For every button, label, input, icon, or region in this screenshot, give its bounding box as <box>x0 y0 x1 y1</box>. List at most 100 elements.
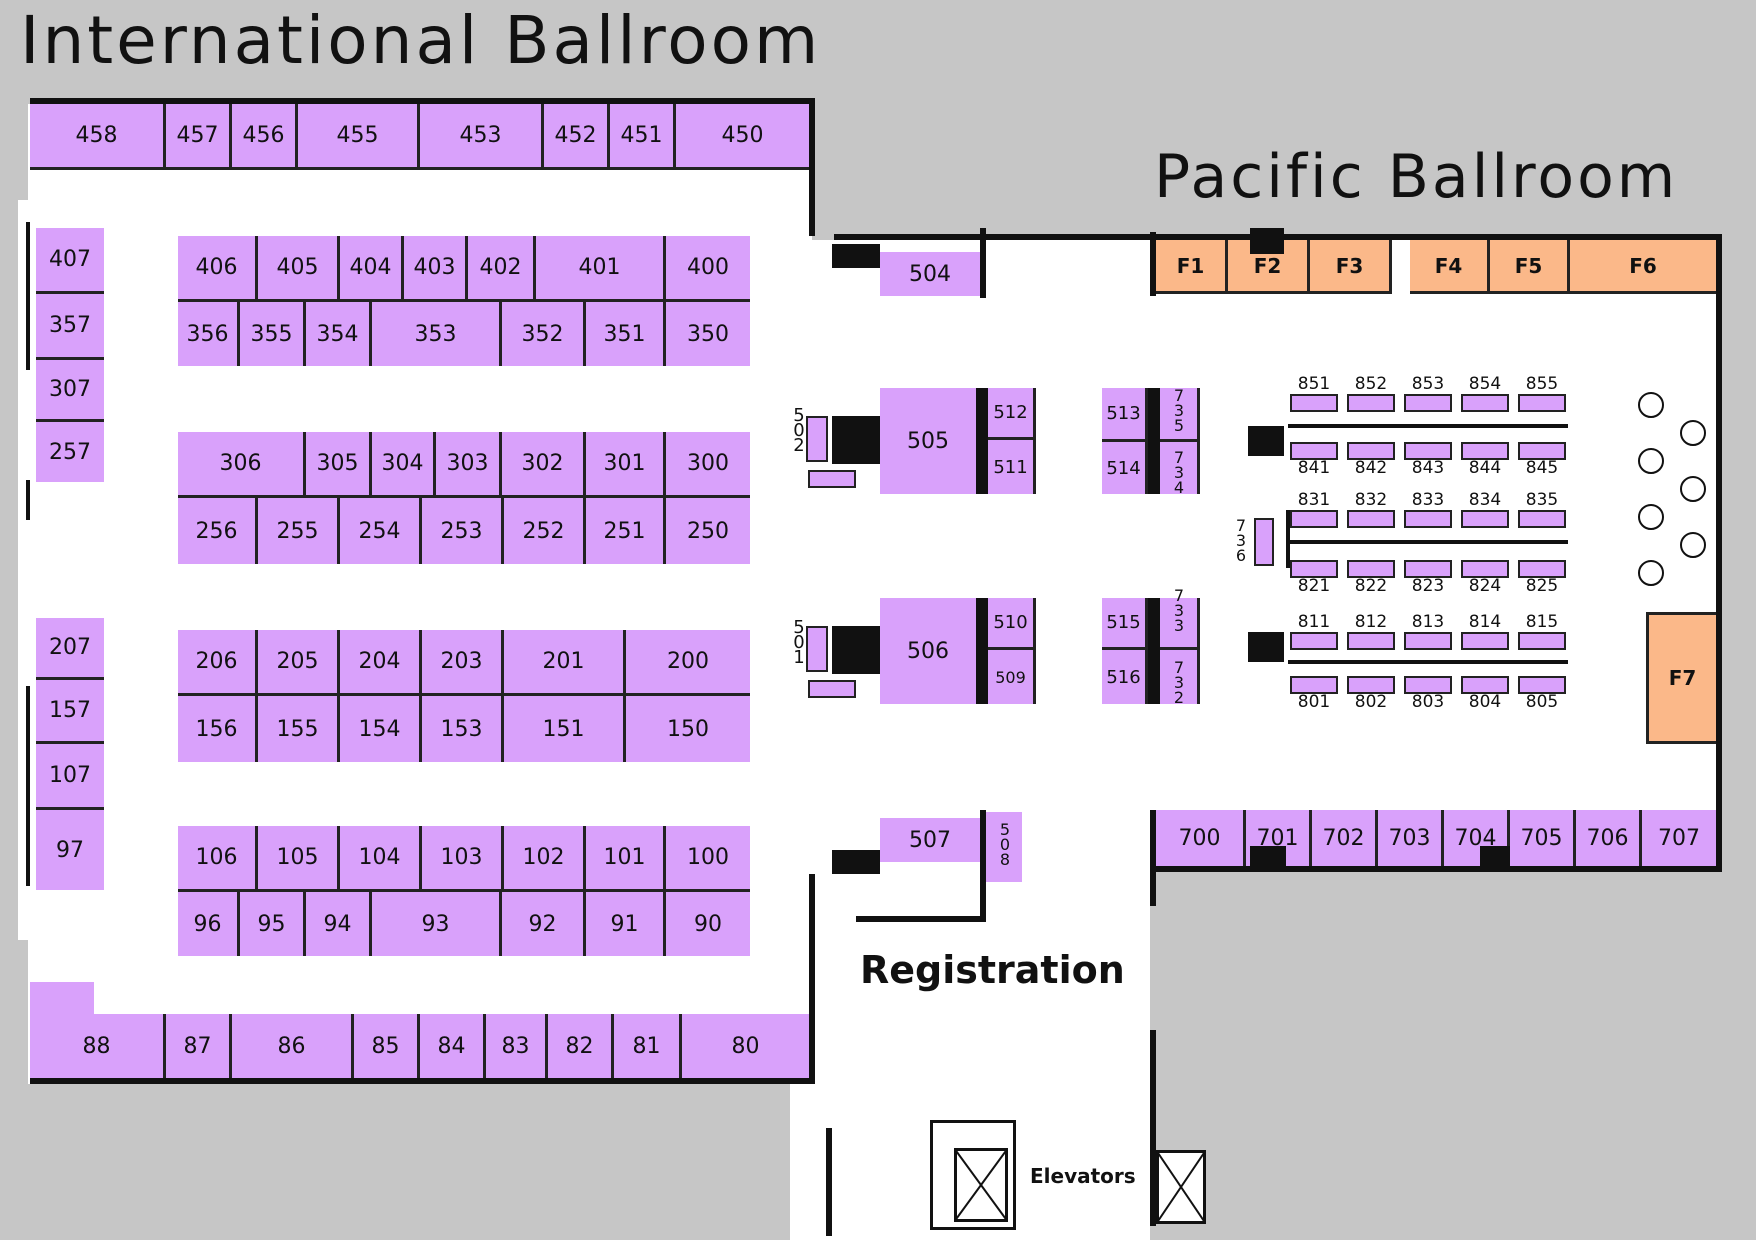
booth-403[interactable]: 403 <box>404 236 468 302</box>
booth-257[interactable]: 257 <box>36 422 104 482</box>
booth-254[interactable]: 254 <box>340 498 422 564</box>
booth-101[interactable]: 101 <box>586 826 666 892</box>
booth-502-b[interactable] <box>808 470 856 488</box>
booth-702[interactable]: 702 <box>1312 810 1378 866</box>
booth-200[interactable]: 200 <box>626 630 750 696</box>
booth-406[interactable]: 406 <box>178 236 258 302</box>
booth-504[interactable]: 504 <box>880 252 980 296</box>
booth-203[interactable]: 203 <box>422 630 504 696</box>
booth-301[interactable]: 301 <box>586 432 666 498</box>
booth-812[interactable] <box>1347 632 1395 650</box>
booth-356[interactable]: 356 <box>178 302 240 366</box>
booth-201[interactable]: 201 <box>504 630 626 696</box>
booth-407[interactable]: 407 <box>36 228 104 294</box>
booth-851[interactable] <box>1290 394 1338 412</box>
booth-155[interactable]: 155 <box>258 696 340 762</box>
booth-507[interactable]: 507 <box>880 818 980 862</box>
booth-305[interactable]: 305 <box>306 432 372 498</box>
booth-841[interactable] <box>1290 442 1338 460</box>
booth-506[interactable]: 506 <box>880 598 976 704</box>
booth-207[interactable]: 207 <box>36 618 104 680</box>
booth-303[interactable]: 303 <box>436 432 502 498</box>
booth-845[interactable] <box>1518 442 1566 460</box>
booth-852[interactable] <box>1347 394 1395 412</box>
booth-87[interactable]: 87 <box>166 1014 232 1078</box>
booth-255[interactable]: 255 <box>258 498 340 564</box>
booth-100[interactable]: 100 <box>666 826 750 892</box>
booth-700[interactable]: 700 <box>1156 810 1246 866</box>
booth-734[interactable] <box>1160 442 1200 494</box>
booth-156[interactable]: 156 <box>178 696 258 762</box>
booth-822[interactable] <box>1347 560 1395 578</box>
booth-82[interactable]: 82 <box>548 1014 614 1078</box>
booth-91[interactable]: 91 <box>586 892 666 956</box>
booth-404[interactable]: 404 <box>340 236 404 302</box>
booth-854[interactable] <box>1461 394 1509 412</box>
booth-80[interactable]: 80 <box>682 1014 809 1078</box>
booth-707[interactable]: 707 <box>1642 810 1716 866</box>
booth-802[interactable] <box>1347 676 1395 694</box>
booth-95[interactable]: 95 <box>240 892 306 956</box>
booth-505[interactable]: 505 <box>880 388 976 494</box>
booth-452[interactable]: 452 <box>544 104 610 170</box>
booth-451[interactable]: 451 <box>610 104 676 170</box>
booth-855[interactable] <box>1518 394 1566 412</box>
booth-824[interactable] <box>1461 560 1509 578</box>
booth-832[interactable] <box>1347 510 1395 528</box>
booth-307[interactable]: 307 <box>36 360 104 422</box>
booth-805[interactable] <box>1518 676 1566 694</box>
booth-350[interactable]: 350 <box>666 302 750 366</box>
booth-844[interactable] <box>1461 442 1509 460</box>
booth-206[interactable]: 206 <box>178 630 258 696</box>
booth-453[interactable]: 453 <box>420 104 544 170</box>
booth-405[interactable]: 405 <box>258 236 340 302</box>
booth-823[interactable] <box>1404 560 1452 578</box>
booth-457[interactable]: 457 <box>166 104 232 170</box>
booth-804[interactable] <box>1461 676 1509 694</box>
booth-853[interactable] <box>1404 394 1452 412</box>
booth-104[interactable]: 104 <box>340 826 422 892</box>
booth-F4[interactable]: F4 <box>1410 240 1490 294</box>
booth-204[interactable]: 204 <box>340 630 422 696</box>
booth-508[interactable] <box>986 812 1022 882</box>
booth-732[interactable] <box>1160 650 1200 704</box>
booth-833[interactable] <box>1404 510 1452 528</box>
booth-516[interactable]: 516 <box>1102 650 1148 704</box>
booth-150[interactable]: 150 <box>626 696 750 762</box>
booth-703[interactable]: 703 <box>1378 810 1444 866</box>
booth-502-a[interactable] <box>806 416 828 462</box>
booth-514[interactable]: 514 <box>1102 442 1148 494</box>
booth-102[interactable]: 102 <box>504 826 586 892</box>
booth-704[interactable]: 704 <box>1444 810 1510 866</box>
booth-835[interactable] <box>1518 510 1566 528</box>
booth-251[interactable]: 251 <box>586 498 666 564</box>
booth-352[interactable]: 352 <box>502 302 586 366</box>
booth-92[interactable]: 92 <box>502 892 586 956</box>
booth-821[interactable] <box>1290 560 1338 578</box>
booth-515[interactable]: 515 <box>1102 598 1148 650</box>
booth-90[interactable]: 90 <box>666 892 750 956</box>
booth-253[interactable]: 253 <box>422 498 504 564</box>
booth-205[interactable]: 205 <box>258 630 340 696</box>
booth-735[interactable] <box>1160 388 1200 442</box>
booth-811[interactable] <box>1290 632 1338 650</box>
booth-815[interactable] <box>1518 632 1566 650</box>
booth-511[interactable]: 511 <box>988 440 1036 494</box>
booth-402[interactable]: 402 <box>468 236 536 302</box>
booth-250[interactable]: 250 <box>666 498 750 564</box>
booth-153[interactable]: 153 <box>422 696 504 762</box>
booth-106[interactable]: 106 <box>178 826 258 892</box>
booth-F7[interactable]: F7 <box>1646 612 1716 744</box>
booth-842[interactable] <box>1347 442 1395 460</box>
booth-401[interactable]: 401 <box>536 236 666 302</box>
booth-256[interactable]: 256 <box>178 498 258 564</box>
booth-85[interactable]: 85 <box>354 1014 420 1078</box>
booth-157[interactable]: 157 <box>36 680 104 744</box>
booth-512[interactable]: 512 <box>988 388 1036 440</box>
booth-705[interactable]: 705 <box>1510 810 1576 866</box>
booth-86[interactable]: 86 <box>232 1014 354 1078</box>
booth-94[interactable]: 94 <box>306 892 372 956</box>
booth-456[interactable]: 456 <box>232 104 298 170</box>
booth-354[interactable]: 354 <box>306 302 372 366</box>
booth-458[interactable]: 458 <box>30 104 166 170</box>
